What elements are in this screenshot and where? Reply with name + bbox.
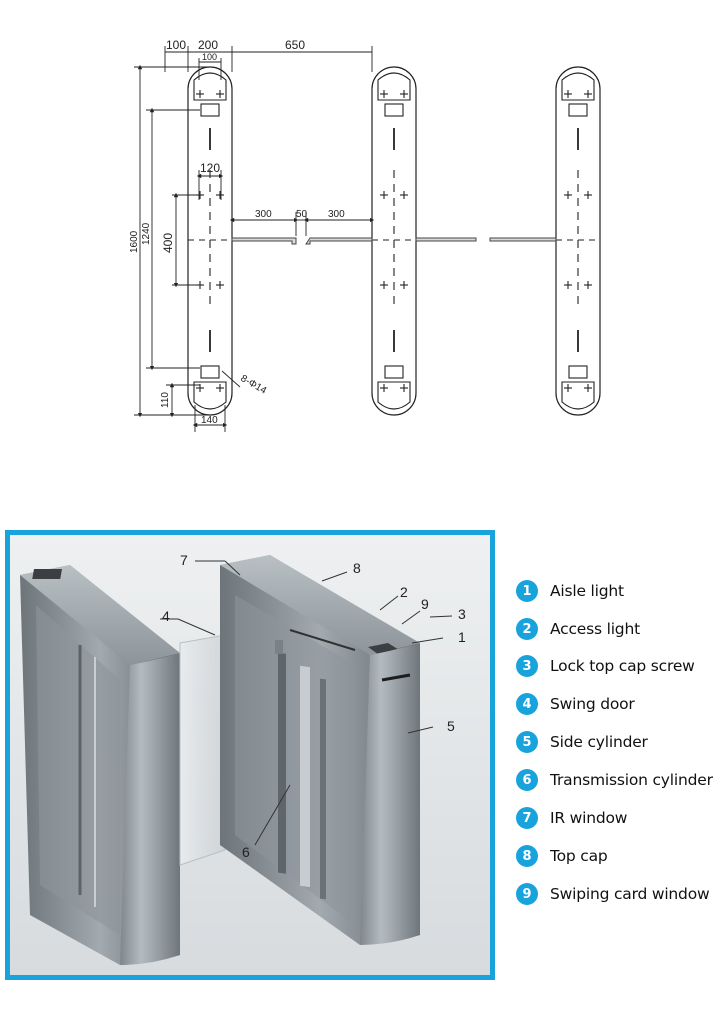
callout-5: 5 xyxy=(447,718,455,734)
dim-110: 110 xyxy=(160,392,171,408)
swing-door-left-pair-a xyxy=(231,237,297,245)
product-photo-frame: 7 4 8 2 9 3 1 5 6 xyxy=(5,530,495,980)
legend-number-badge: 4 xyxy=(516,693,538,715)
dim-100-top: 100 xyxy=(166,38,186,52)
legend-item: 6 Transmission cylinder xyxy=(516,767,713,793)
dim-100-inner: 100 xyxy=(202,52,217,62)
legend-item: 9 Swiping card window xyxy=(516,881,710,907)
legend-number-badge: 8 xyxy=(516,845,538,867)
legend-number-badge: 6 xyxy=(516,769,538,791)
dim-650: 650 xyxy=(285,38,305,52)
legend-item: 2 Access light xyxy=(516,616,640,642)
dim-1600: 1600 xyxy=(129,230,140,253)
callout-2: 2 xyxy=(400,584,408,600)
dim-140: 140 xyxy=(201,415,218,426)
callout-3: 3 xyxy=(458,606,466,622)
cabinet-detail-right xyxy=(556,72,600,410)
legend-number-badge: 5 xyxy=(516,731,538,753)
hole-spec: 8-Φ14 xyxy=(239,373,269,397)
legend-item: 3 Lock top cap screw xyxy=(516,653,695,679)
legend-number-badge: 9 xyxy=(516,883,538,905)
legend-item: 7 IR window xyxy=(516,805,627,831)
legend-label: Side cylinder xyxy=(550,733,648,751)
legend-label: Swing door xyxy=(550,695,635,713)
dim-300-left: 300 xyxy=(255,209,272,220)
legend-number-badge: 1 xyxy=(516,580,538,602)
callout-4: 4 xyxy=(162,608,170,624)
legend-number-badge: 2 xyxy=(516,618,538,640)
dim-200-top: 200 xyxy=(198,38,218,52)
legend-number-badge: 3 xyxy=(516,655,538,677)
technical-drawing: 100 200 650 100 120 300 50 300 400 1600 … xyxy=(129,38,601,432)
cabinet-detail-left xyxy=(188,72,232,410)
swing-door-right-pair-a xyxy=(415,237,477,242)
callout-9: 9 xyxy=(421,596,429,612)
swing-door-right-pair-b xyxy=(489,237,557,242)
callout-7: 7 xyxy=(180,552,188,568)
legend-item: 1 Aisle light xyxy=(516,578,624,604)
swing-door-left-pair-b xyxy=(305,237,373,245)
dim-50: 50 xyxy=(296,209,308,220)
dim-400: 400 xyxy=(161,233,175,253)
legend-number-badge: 7 xyxy=(516,807,538,829)
dim-120: 120 xyxy=(200,161,220,175)
legend-item: 5 Side cylinder xyxy=(516,729,648,755)
right-cabinet xyxy=(220,555,420,945)
legend-label: Lock top cap screw xyxy=(550,657,695,675)
callout-8: 8 xyxy=(353,560,361,576)
turnstile-render: 7 4 8 2 9 3 1 5 6 xyxy=(10,535,490,975)
legend-label: Aisle light xyxy=(550,582,624,600)
legend-item: 4 Swing door xyxy=(516,691,635,717)
swing-door-glass-left xyxy=(179,634,226,866)
legend-item: 8 Top cap xyxy=(516,843,608,869)
legend-label: Top cap xyxy=(550,847,608,865)
legend-label: Transmission cylinder xyxy=(550,771,713,789)
callout-1: 1 xyxy=(458,629,466,645)
dim-1240: 1240 xyxy=(141,222,152,245)
legend-label: Access light xyxy=(550,620,640,638)
dim-300-right: 300 xyxy=(328,209,345,220)
legend-label: IR window xyxy=(550,809,628,827)
left-cabinet xyxy=(20,565,180,965)
legend-label: Swiping card window xyxy=(550,885,710,903)
cabinet-detail-middle xyxy=(372,72,416,410)
callout-6: 6 xyxy=(242,844,250,860)
